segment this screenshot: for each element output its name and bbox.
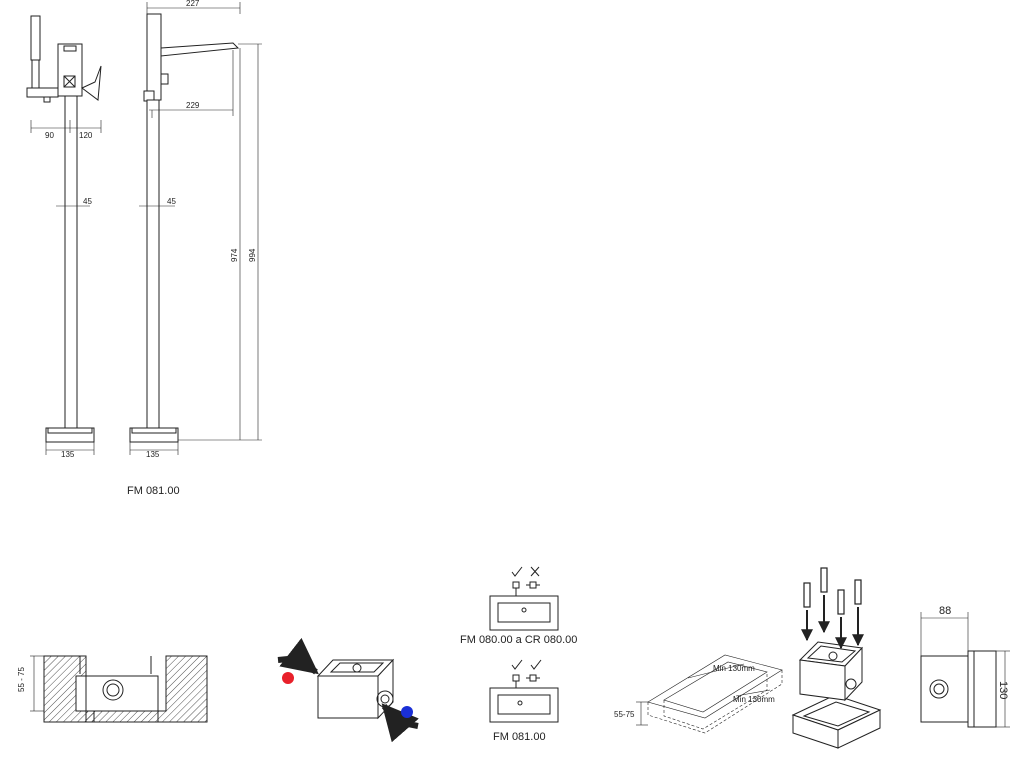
dim-height-total: 994 xyxy=(248,248,257,262)
model-label: FM 081.00 xyxy=(127,485,180,497)
floor-recess-step: Min 130mm Min 130mm 55-75 xyxy=(614,654,783,734)
dim-top-width: 227 xyxy=(186,0,200,8)
mixer-lever xyxy=(81,65,102,101)
side-body xyxy=(146,13,162,101)
cold-water-indicator xyxy=(401,706,413,718)
cold-inlet-arrow xyxy=(381,703,419,743)
cross-icon xyxy=(530,566,540,577)
shower-holder xyxy=(26,87,59,98)
dim-height-spout: 974 xyxy=(230,248,239,262)
faucet-side-view: 227 229 45 135 974 994 xyxy=(129,0,262,459)
side-tube xyxy=(146,99,160,429)
variant-a: FM 080.00 a CR 080.00 xyxy=(460,566,577,646)
dim-body-depth: 120 xyxy=(79,131,93,140)
side-base xyxy=(129,427,179,443)
dim-recess-depth: 55-75 xyxy=(614,710,635,719)
min-width-b: Min 130mm xyxy=(733,695,775,704)
riser-tube xyxy=(64,95,78,429)
dim-box-width: 88 xyxy=(939,605,951,617)
floor-section-step: 55 - 75 xyxy=(17,655,208,723)
spout xyxy=(160,42,240,57)
faucet-front-view: 90 120 45 135 xyxy=(26,15,102,459)
dim-spout-reach: 229 xyxy=(186,101,200,110)
anchoring-step xyxy=(791,567,882,749)
mixer-body xyxy=(57,43,83,97)
dim-box-depth: 55 - 75 xyxy=(17,667,26,692)
basin-outline-a xyxy=(489,595,559,631)
hand-shower xyxy=(30,15,41,61)
dim-tube-right: 45 xyxy=(167,197,176,206)
variant-b-label: FM 081.00 xyxy=(493,731,546,743)
connection-step xyxy=(277,637,419,743)
dim-base-right: 135 xyxy=(146,450,160,459)
dim-box-height: 130 xyxy=(997,681,1009,699)
variant-b: FM 081.00 xyxy=(489,659,559,743)
diverter-knob xyxy=(160,73,169,85)
box-side-view: 88 130 xyxy=(920,605,1010,728)
variant-a-label: FM 080.00 a CR 080.00 xyxy=(460,634,577,646)
hot-water-indicator xyxy=(282,672,294,684)
dim-base-left: 135 xyxy=(61,450,75,459)
floor-base xyxy=(45,427,95,443)
dim-handshower-offset: 90 xyxy=(45,131,54,140)
dim-tube-left: 45 xyxy=(83,197,92,206)
check-icon xyxy=(511,566,523,577)
min-width-a: Min 130mm xyxy=(713,664,755,673)
check-icon xyxy=(530,659,542,670)
check-icon xyxy=(511,659,523,670)
hot-inlet-arrow xyxy=(277,637,319,675)
basin-outline-b xyxy=(489,687,559,723)
